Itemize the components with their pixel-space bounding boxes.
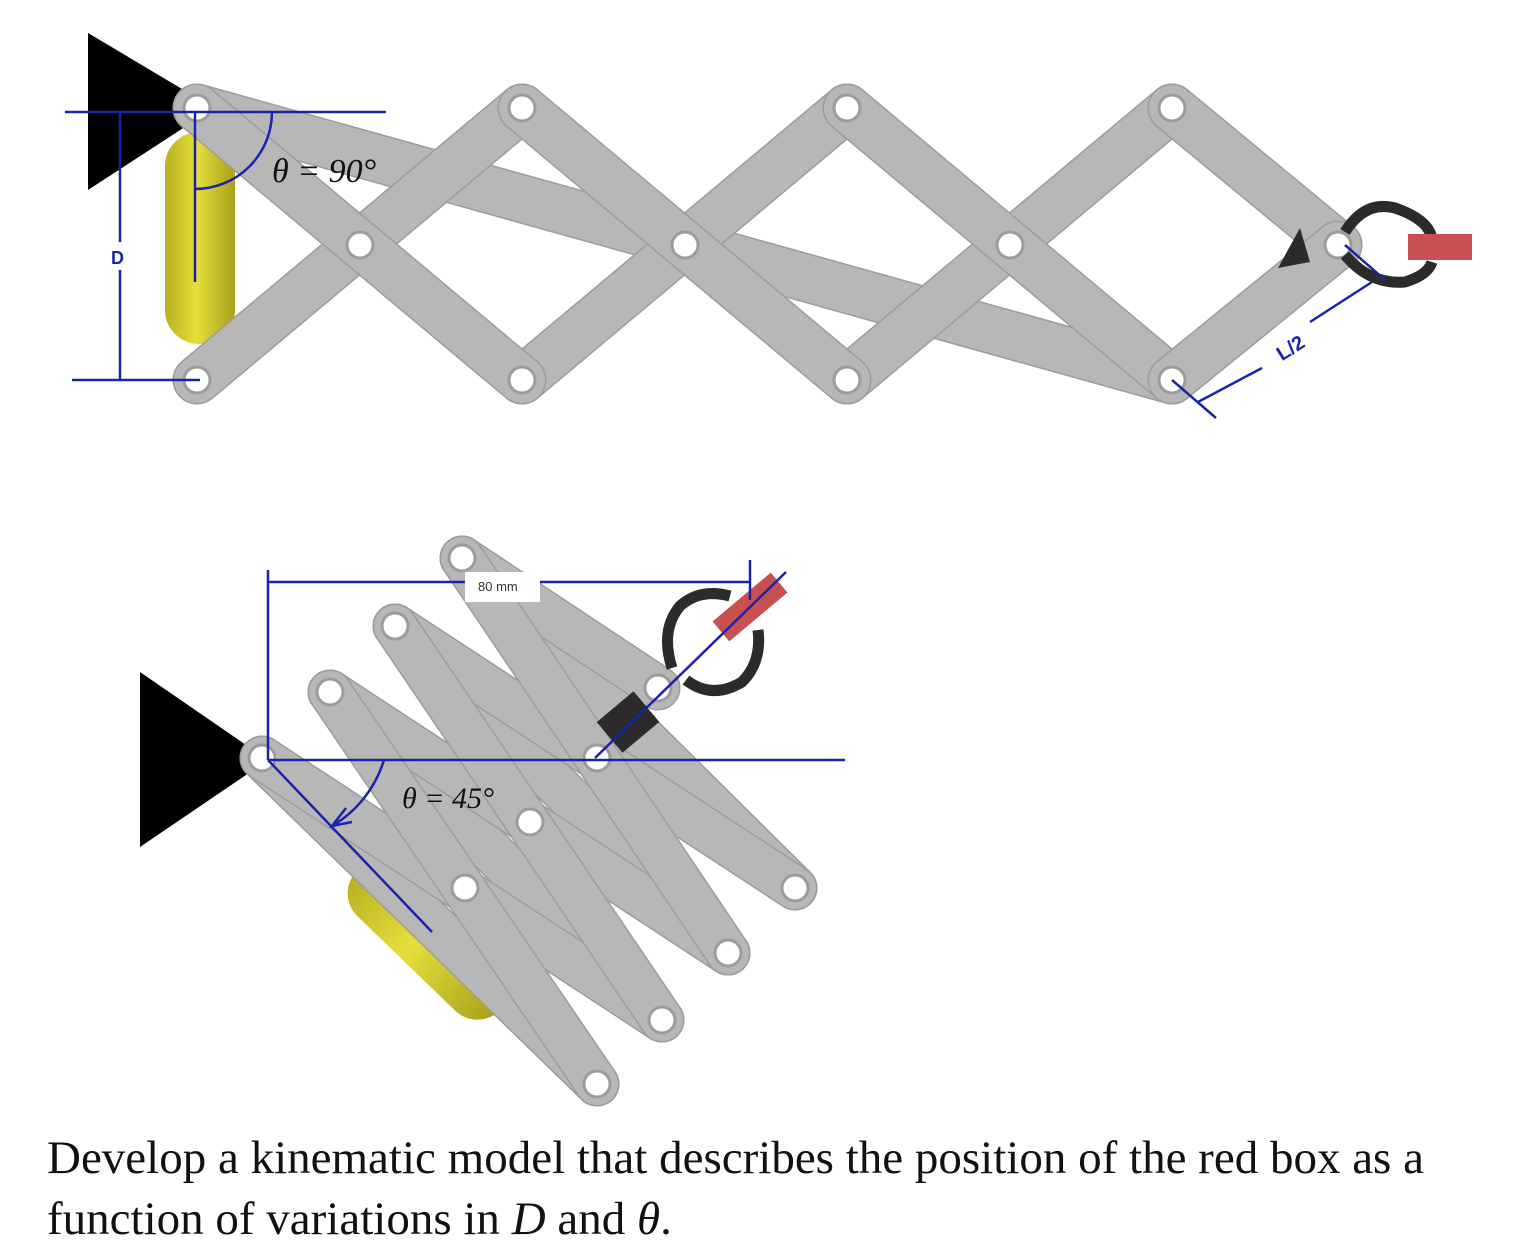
scissor-mechanism-diagram: θ = 90° D L/2 80 mm θ = 45° (65, 33, 1472, 1107)
caption-text-2: and (545, 1193, 638, 1245)
top-pin (832, 93, 862, 123)
top-red-box (1408, 234, 1472, 260)
top-pin (995, 230, 1025, 260)
caption-var-theta: θ (637, 1193, 661, 1245)
bottom-pin (247, 743, 277, 773)
bottom-figure: 80 mm θ = 45° (140, 535, 845, 1107)
top-gripper (1278, 200, 1472, 288)
top-annotations (65, 110, 1386, 419)
bottom-pin (713, 938, 743, 968)
bottom-pin (450, 873, 480, 903)
bottom-base-mount (140, 672, 268, 847)
bottom-pin (647, 1005, 677, 1035)
top-pin (1323, 230, 1353, 260)
bottom-gripper-jaw (662, 588, 732, 670)
bottom-dimension-label-box (465, 572, 540, 602)
top-scissor-links (172, 83, 1363, 405)
top-pin (345, 230, 375, 260)
bottom-pin (315, 677, 345, 707)
top-angle-label: θ = 90° (272, 153, 377, 190)
top-distance-label: D (111, 248, 124, 268)
top-actuator (165, 132, 235, 344)
bottom-pin (380, 611, 410, 641)
top-half-length-label: L/2 (1273, 332, 1309, 366)
top-pin (507, 93, 537, 123)
top-gripper-jaw (1340, 200, 1438, 242)
top-pin (670, 230, 700, 260)
bottom-pin (643, 673, 673, 703)
bottom-annotations (266, 560, 845, 933)
problem-statement: Develop a kinematic model that describes… (47, 1128, 1487, 1250)
bottom-angle-label: θ = 45° (402, 782, 494, 815)
caption-text-1: Develop a kinematic model that describes… (47, 1132, 1424, 1245)
top-pin (832, 365, 862, 395)
bottom-pin (515, 807, 545, 837)
top-pin (507, 365, 537, 395)
bottom-pin (447, 543, 477, 573)
bottom-pin (780, 873, 810, 903)
bottom-gripper-block (596, 691, 660, 753)
bottom-pin (582, 1069, 612, 1099)
top-link (1149, 85, 1361, 268)
bottom-scissor-links (239, 535, 818, 1107)
top-gripper-mount (1278, 228, 1310, 268)
caption-var-d: D (511, 1193, 546, 1245)
top-pin (182, 93, 212, 123)
top-pin (1157, 93, 1187, 123)
bottom-dimension-label: 80 mm (478, 579, 518, 594)
caption-text-3: . (660, 1193, 672, 1245)
top-link (1149, 222, 1361, 403)
bottom-pin (582, 743, 612, 773)
top-figure: θ = 90° D L/2 (65, 33, 1472, 419)
